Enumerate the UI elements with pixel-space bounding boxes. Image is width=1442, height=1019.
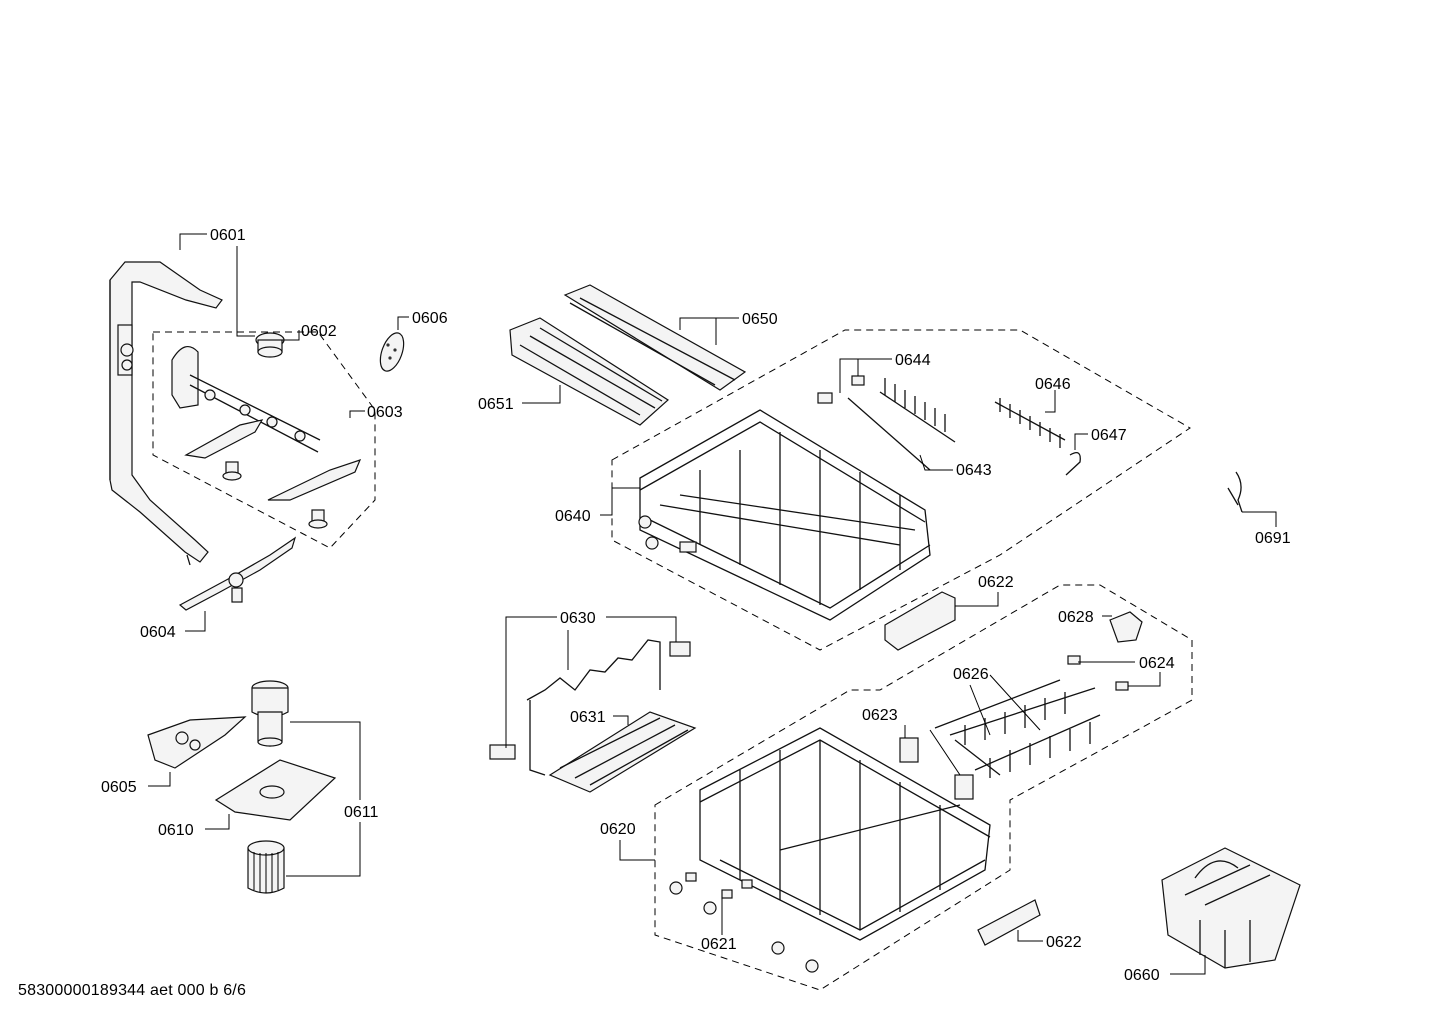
callout-0622-lower: 0622: [1046, 934, 1082, 951]
spray-tube-0601: [109, 261, 223, 566]
callout-0611: 0611: [344, 804, 379, 821]
tine-row-0646: [994, 398, 1066, 448]
group-0640-boundary: [611, 329, 1191, 651]
group-0603-boundary: [152, 331, 376, 549]
callout-0650: 0650: [742, 311, 778, 328]
cap-0606: [379, 332, 405, 372]
callout-0621: 0621: [701, 936, 737, 953]
cutlery-basket-0660: [1161, 847, 1301, 969]
callout-0602: 0602: [301, 323, 337, 340]
connector-0602: [255, 332, 285, 358]
handle-0622-lower: [977, 899, 1041, 946]
callout-0624: 0624: [1139, 655, 1175, 672]
callout-0643: 0643: [956, 462, 992, 479]
clip-0644: [817, 375, 865, 404]
callout-0651: 0651: [478, 396, 514, 413]
lower-spray-arm-0604: [178, 536, 297, 611]
upper-basket-0640: [638, 409, 931, 621]
callout-0605: 0605: [101, 779, 137, 796]
clip-0628: [1109, 611, 1143, 643]
callout-0610: 0610: [158, 822, 194, 839]
wheels-0621: [669, 872, 819, 973]
filter-plate-0605: [147, 716, 247, 769]
cutlery-tray-0650: [563, 284, 747, 391]
callout-0606: 0606: [412, 310, 448, 327]
callout-0620: 0620: [600, 821, 636, 838]
leader-lines: [148, 233, 1277, 975]
tine-row-0643: [847, 378, 956, 471]
upper-spray-arm-0603: [171, 345, 362, 529]
hook-0691: [1227, 471, 1243, 513]
tine-rows-0626: [934, 679, 1101, 778]
group-0620-boundary: [654, 584, 1193, 991]
lower-basket-0620: [699, 727, 991, 941]
callout-0660: 0660: [1124, 967, 1160, 984]
callout-0646: 0646: [1035, 376, 1071, 393]
document-footer-id: 58300000189344 aet 000 b 6/6: [18, 982, 247, 999]
handle-0622-upper: [884, 591, 956, 651]
callout-0603: 0603: [367, 404, 403, 421]
callout-0630: 0630: [560, 610, 596, 627]
callout-0640: 0640: [555, 508, 591, 525]
tine-rack-0631: [548, 711, 697, 793]
filter-assembly-0611: [214, 680, 337, 894]
callout-0626: 0626: [953, 666, 989, 683]
clips-0623: [899, 737, 974, 800]
callout-0601: 0601: [210, 227, 246, 244]
cutlery-tray-0651: [509, 317, 669, 426]
callout-0644: 0644: [895, 352, 931, 369]
callout-0623: 0623: [862, 707, 898, 724]
callout-0628: 0628: [1058, 609, 1094, 626]
clip-0647: [1065, 452, 1081, 476]
rack-rail-0630: [489, 639, 691, 776]
callout-0647: 0647: [1091, 427, 1127, 444]
clip-0624: [1067, 655, 1129, 691]
callout-0691: 0691: [1255, 530, 1291, 547]
callout-0604: 0604: [140, 624, 176, 641]
callout-0631: 0631: [570, 709, 606, 726]
callout-0622-upper: 0622: [978, 574, 1014, 591]
